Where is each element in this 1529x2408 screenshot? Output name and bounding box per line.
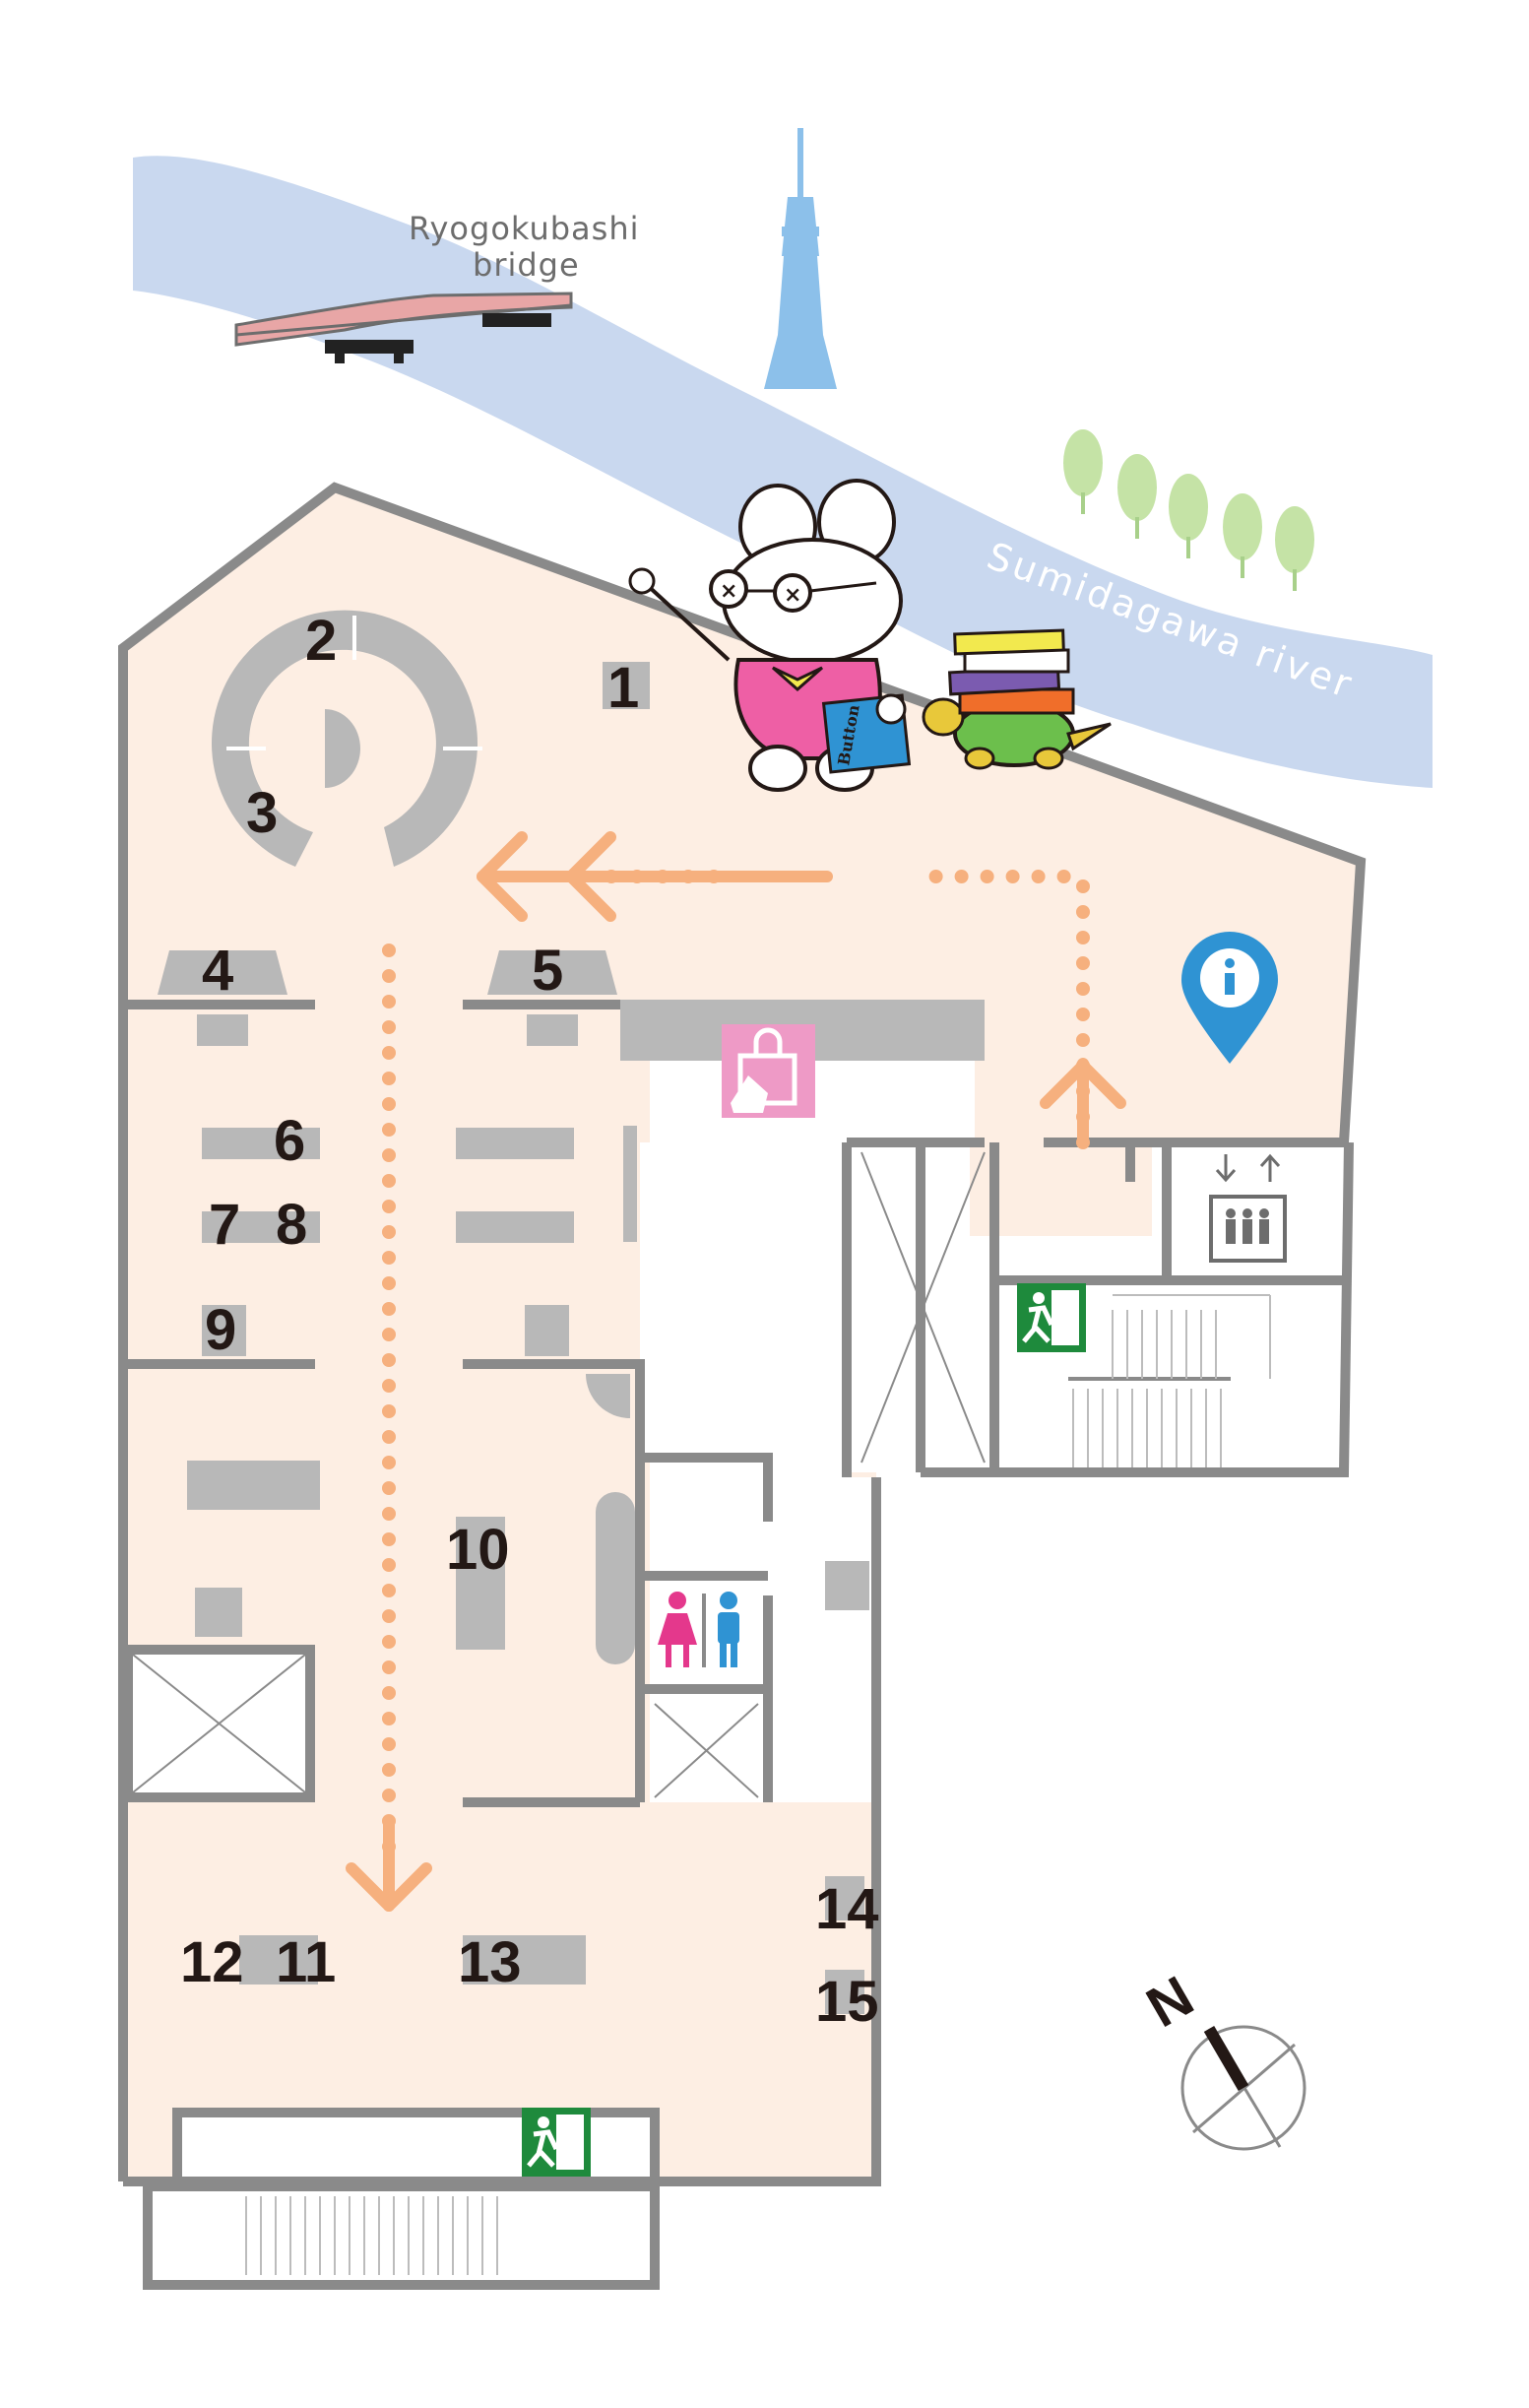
visit-route [346,831,1126,1912]
route-arrow-up [1040,1058,1126,1148]
spot-3[interactable]: 3 [246,781,278,845]
trees [1063,429,1314,591]
info-pin-icon[interactable] [1181,932,1278,1064]
skytree-tower-icon [764,128,837,389]
spot-11[interactable]: 11 [276,1930,336,1994]
spot-13[interactable]: 13 [458,1930,522,1994]
spot-1[interactable]: 1 [607,656,639,720]
spot-9[interactable]: 9 [205,1298,236,1362]
void-lower-left [123,1645,315,1802]
bridge-label-line2: bridge [473,246,580,284]
restroom-icon[interactable] [658,1592,739,1667]
route-arrow-left-2 [477,831,587,922]
spot-4[interactable]: 4 [202,939,233,1003]
spot-10[interactable]: 10 [446,1518,510,1582]
elevator-icon[interactable] [1209,1153,1287,1263]
spot-6[interactable]: 6 [274,1109,305,1173]
route-arrow-down [346,1816,432,1912]
compass-north-label: N [1136,1964,1204,2040]
emergency-exit-icon[interactable] [1017,1283,1086,1352]
floor-area [123,488,1359,2181]
spot-7[interactable]: 7 [209,1193,240,1257]
emergency-exit-icon-bottom[interactable] [522,2108,591,2177]
north-compass-icon [1180,2025,1306,2151]
svg-text:×: × [720,579,737,604]
spot-8[interactable]: 8 [276,1193,307,1257]
display-cases [158,662,985,2014]
turtle-with-books [922,628,1112,770]
ryogokubashi-bridge [234,292,573,363]
spot-5[interactable]: 5 [532,939,563,1003]
void-center-right [860,1151,986,1464]
spot-14[interactable]: 14 [815,1877,879,1941]
spot-2[interactable]: 2 [305,609,337,673]
bridge-label-line1: Ryogokubashi [409,210,639,247]
void-restroom-side [650,1699,759,1798]
spot-labels: 1 2 3 4 5 6 7 8 9 10 11 12 13 14 15 [180,609,879,2034]
mascot-character: × × Button [628,479,912,792]
right-stairwell [1068,1294,1271,1467]
cloakroom-icon[interactable] [722,1024,815,1118]
spot-12[interactable]: 12 [180,1930,244,1994]
spot-15[interactable]: 15 [815,1970,879,2034]
circular-exhibit [211,610,482,867]
svg-text:×: × [784,583,801,608]
